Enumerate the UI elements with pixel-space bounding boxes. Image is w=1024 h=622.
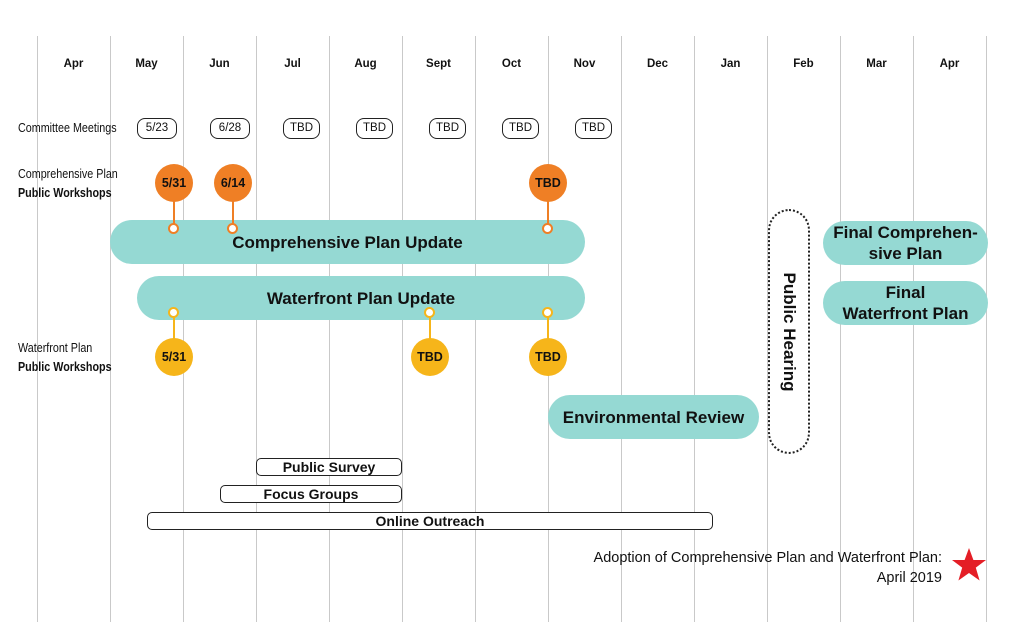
workshop-stem [547,200,549,224]
gridline [329,36,330,622]
gridline [913,36,914,622]
public-hearing-box: Public Hearing [768,209,810,454]
month-header: Jul [284,58,301,70]
comp-workshops-label-line2: Public Workshops [18,186,112,200]
water-workshops-label-line1: Waterfront Plan [18,341,93,355]
water-workshop-marker: TBD [529,338,567,376]
workshop-stem [173,200,175,224]
workshop-stem [232,200,234,224]
water-workshop-marker: 5/31 [155,338,193,376]
comp-workshop-marker: TBD [529,164,567,202]
workshop-marker-ring [424,307,435,318]
month-header: Feb [793,58,814,70]
adoption-note-line1: Adoption of Comprehensive Plan and Water… [593,550,942,566]
workshop-stem [547,314,549,340]
gridline [110,36,111,622]
focus-groups-bar: Focus Groups [220,485,402,503]
month-header: Sept [426,58,451,70]
gridline [840,36,841,622]
committee-meeting-pill: TBD [502,118,539,139]
committee-meetings-label: Committee Meetings [18,121,117,135]
final-comprehensive-plan-label: Final Comprehen-sive Plan [833,223,978,263]
adoption-note: Adoption of Comprehensive Plan and Water… [594,548,942,588]
gridline [694,36,695,622]
gridline [37,36,38,622]
comp-workshop-marker: 5/31 [155,164,193,202]
star-icon [952,548,986,581]
workshop-marker-ring [542,223,553,234]
month-header: Mar [866,58,887,70]
gridline [183,36,184,622]
workshop-stem [429,314,431,340]
comp-workshop-marker: 6/14 [214,164,252,202]
waterfront-plan-update-bar: Waterfront Plan Update [137,276,585,320]
gridline [475,36,476,622]
month-header: Oct [501,58,522,70]
water-workshops-label: Waterfront Plan Public Workshops [18,339,112,377]
comp-workshops-label: Comprehensive Plan Public Workshops [18,165,118,203]
final-comprehensive-plan-bar: Final Comprehen-sive Plan [823,221,988,265]
environmental-review-label: Environmental Review [562,407,745,427]
committee-meeting-pill: TBD [575,118,612,139]
water-workshop-marker: TBD [411,338,449,376]
month-header: Nov [573,58,596,70]
public-survey-bar: Public Survey [256,458,402,476]
waterfront-plan-update-label: Waterfront Plan Update [266,288,456,308]
gridline [402,36,403,622]
comprehensive-plan-update-bar: Comprehensive Plan Update [110,220,585,264]
workshop-marker-ring [168,307,179,318]
workshop-marker-ring [542,307,553,318]
online-outreach-bar: Online Outreach [147,512,713,530]
workshop-stem [173,314,175,340]
gridline [767,36,768,622]
environmental-review-bar: Environmental Review [548,395,759,439]
month-header: Dec [646,58,669,70]
gridline [621,36,622,622]
month-header: Jan [720,58,741,70]
committee-meeting-pill: TBD [356,118,393,139]
committee-meeting-pill: TBD [283,118,320,139]
committee-meeting-pill: TBD [429,118,466,139]
gridline [256,36,257,622]
month-header: May [135,58,158,70]
workshop-marker-ring [227,223,238,234]
adoption-note-line2: April 2019 [876,570,942,586]
comprehensive-plan-update-label: Comprehensive Plan Update [232,232,463,252]
gridline [986,36,987,622]
workshop-marker-ring [168,223,179,234]
committee-meeting-pill: 5/23 [137,118,177,139]
month-header: Apr [939,58,960,70]
comp-workshops-label-line1: Comprehensive Plan [18,167,118,181]
month-header: Apr [63,58,84,70]
public-hearing-label: Public Hearing [780,271,799,392]
committee-meeting-pill: 6/28 [210,118,250,139]
water-workshops-label-line2: Public Workshops [18,360,112,374]
month-header: Aug [354,58,377,70]
month-header: Jun [209,58,230,70]
